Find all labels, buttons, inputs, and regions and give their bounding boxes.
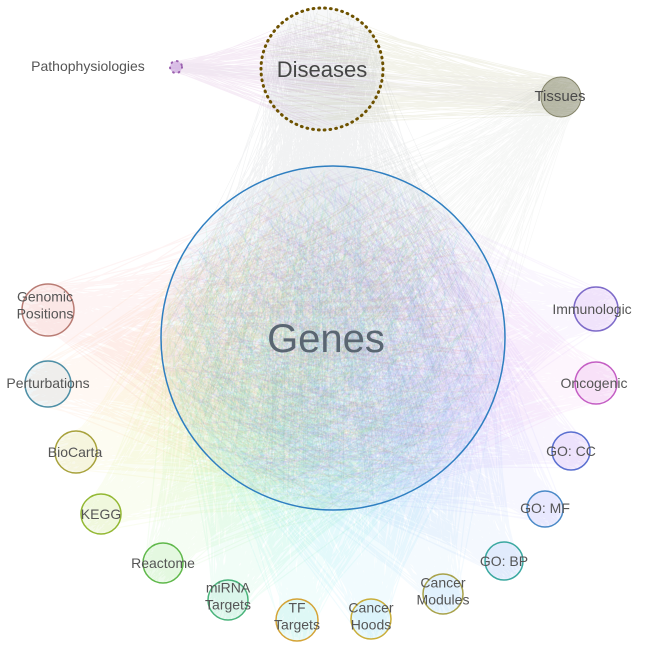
node-circle-reactome[interactable]: [142, 542, 184, 584]
node-perturbations[interactable]: Perturbations: [6, 360, 90, 408]
node-label-immunologic: Immunologic: [552, 301, 631, 317]
node-pathophysiologies[interactable]: Pathophysiologies: [31, 58, 183, 74]
node-oncogenic[interactable]: Oncogenic: [561, 361, 628, 405]
node-label-go-bp: GO: BP: [480, 553, 528, 569]
node-go-mf[interactable]: GO: MF: [520, 490, 570, 528]
node-circle-pathophysiologies[interactable]: [169, 60, 183, 74]
node-circle-go-bp[interactable]: [484, 541, 524, 581]
edge-bundle-genes-perturbations: [24, 171, 502, 507]
edge-bundle-genes-reactome: [142, 175, 478, 583]
node-circle-cancer-modules[interactable]: [422, 573, 464, 615]
node-label-perturbations: Perturbations: [6, 375, 89, 391]
edge-lines-genes-reactome: [142, 175, 478, 583]
edge-bundle-tissues-genes: [163, 77, 581, 502]
edge-lines-genes-kegg: [81, 178, 495, 534]
node-tissues[interactable]: Tissues: [534, 76, 586, 118]
edge-bundle-genes-tf-targets: [164, 174, 495, 640]
edge-bundle-genes-go-cc: [168, 170, 590, 508]
edge-lines-tissues-genes: [163, 77, 581, 502]
node-label-pathophysiologies: Pathophysiologies: [31, 58, 145, 74]
node-reactome[interactable]: Reactome: [131, 542, 195, 584]
edge-lines-genes-genomic-positions: [24, 172, 499, 498]
edge-lines-pathophysiologies-tissues: [170, 60, 579, 117]
node-circle-tissues[interactable]: [540, 76, 582, 118]
node-go-cc[interactable]: GO: CC: [546, 431, 596, 471]
edge-bundle-diseases-genes: [160, 9, 502, 506]
node-label-go-mf: GO: MF: [520, 500, 570, 516]
node-label-kegg: KEGG: [81, 506, 121, 522]
edge-lines-genes-oncogenic: [163, 166, 617, 491]
node-circle-biocarta[interactable]: [54, 430, 98, 474]
edge-lines-genes-go-bp: [172, 179, 523, 580]
edge-bundle-pathophysiologies-tissues: [170, 60, 579, 117]
node-label-go-cc: GO: CC: [546, 443, 596, 459]
node-go-bp[interactable]: GO: BP: [480, 541, 528, 581]
edge-lines-genes-mirna-targets: [169, 170, 500, 620]
edge-bundle-genes-cancer-modules: [167, 172, 504, 613]
edge-lines-genes-go-mf: [182, 168, 562, 528]
node-immunologic[interactable]: Immunologic: [552, 286, 632, 332]
node-label-biocarta: BioCarta: [48, 444, 103, 460]
node-circle-perturbations[interactable]: [24, 360, 72, 408]
node-circle-go-mf[interactable]: [526, 490, 564, 528]
edge-bundle-genes-immunologic: [165, 170, 618, 510]
node-label-reactome: Reactome: [131, 555, 195, 571]
edge-lines-genes-cancer-hoods: [166, 169, 505, 639]
edge-bundle-genes-go-bp: [172, 179, 523, 580]
edge-bundle-genes-kegg: [81, 178, 495, 534]
node-diseases[interactable]: Diseases: [259, 6, 385, 132]
edge-bundle-tissues-diseases: [267, 11, 581, 126]
edge-lines-genes-immunologic: [165, 170, 618, 510]
edge-bundle-genes-cancer-hoods: [166, 169, 505, 639]
edge-lines-genes-go-cc: [168, 170, 590, 508]
node-circle-immunologic[interactable]: [573, 286, 619, 332]
node-kegg[interactable]: KEGG: [80, 493, 122, 535]
node-label-genes: Genes: [267, 317, 385, 361]
edge-lines-genes-tf-targets: [164, 174, 495, 640]
node-circle-diseases[interactable]: [259, 6, 385, 132]
node-genes[interactable]: Genes: [160, 165, 506, 511]
edge-lines-diseases-genes: [160, 9, 502, 506]
node-circle-genomic-positions[interactable]: [21, 283, 75, 337]
node-circle-go-cc[interactable]: [551, 431, 591, 471]
node-label-oncogenic: Oncogenic: [561, 375, 628, 391]
node-circle-mirna-targets[interactable]: [207, 579, 249, 621]
edge-bundle-genes-oncogenic: [163, 166, 617, 491]
node-biocarta[interactable]: BioCarta: [48, 430, 103, 474]
node-circle-kegg[interactable]: [80, 493, 122, 535]
edge-lines-genes-perturbations: [24, 171, 502, 507]
edge-lines-tissues-diseases: [267, 11, 581, 126]
edge-bundle-genes-go-mf: [182, 168, 562, 528]
edge-lines-genes-cancer-modules: [167, 172, 504, 613]
node-label-tissues: Tissues: [534, 88, 585, 105]
node-circle-oncogenic[interactable]: [574, 361, 618, 405]
node-circle-cancer-hoods[interactable]: [350, 598, 392, 640]
node-circle-tf-targets[interactable]: [275, 598, 319, 642]
edge-bundle-genes-mirna-targets: [169, 170, 500, 620]
edge-bundle-genes-genomic-positions: [24, 172, 499, 498]
node-label-diseases: Diseases: [277, 57, 367, 82]
node-circle-genes[interactable]: [160, 165, 506, 511]
